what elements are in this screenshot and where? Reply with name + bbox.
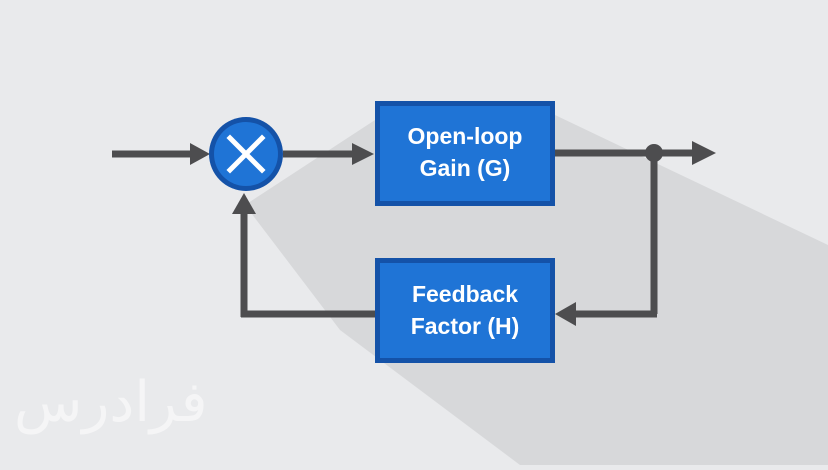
watermark-logo: فرادرس [14, 370, 208, 435]
gain-block-label-line1: Open-loop [408, 123, 523, 149]
feedback-block: Feedback Factor (H) [375, 258, 555, 363]
output-arrowhead [692, 141, 716, 165]
gain-block-label-line2: Gain (G) [420, 155, 511, 181]
gain-block: Open-loop Gain (G) [375, 101, 555, 206]
summing-junction [209, 117, 283, 191]
feedback-block-label-line2: Factor (H) [411, 313, 520, 339]
input-arrowhead [190, 143, 210, 165]
junction-feedback-arrowhead [232, 193, 256, 214]
multiply-x-icon [226, 134, 266, 174]
feedback-block-label-line1: Feedback [412, 281, 518, 307]
branch-point-dot-icon [645, 144, 663, 162]
gain-input-arrowhead [352, 143, 374, 165]
feedback-input-arrowhead [555, 302, 576, 326]
